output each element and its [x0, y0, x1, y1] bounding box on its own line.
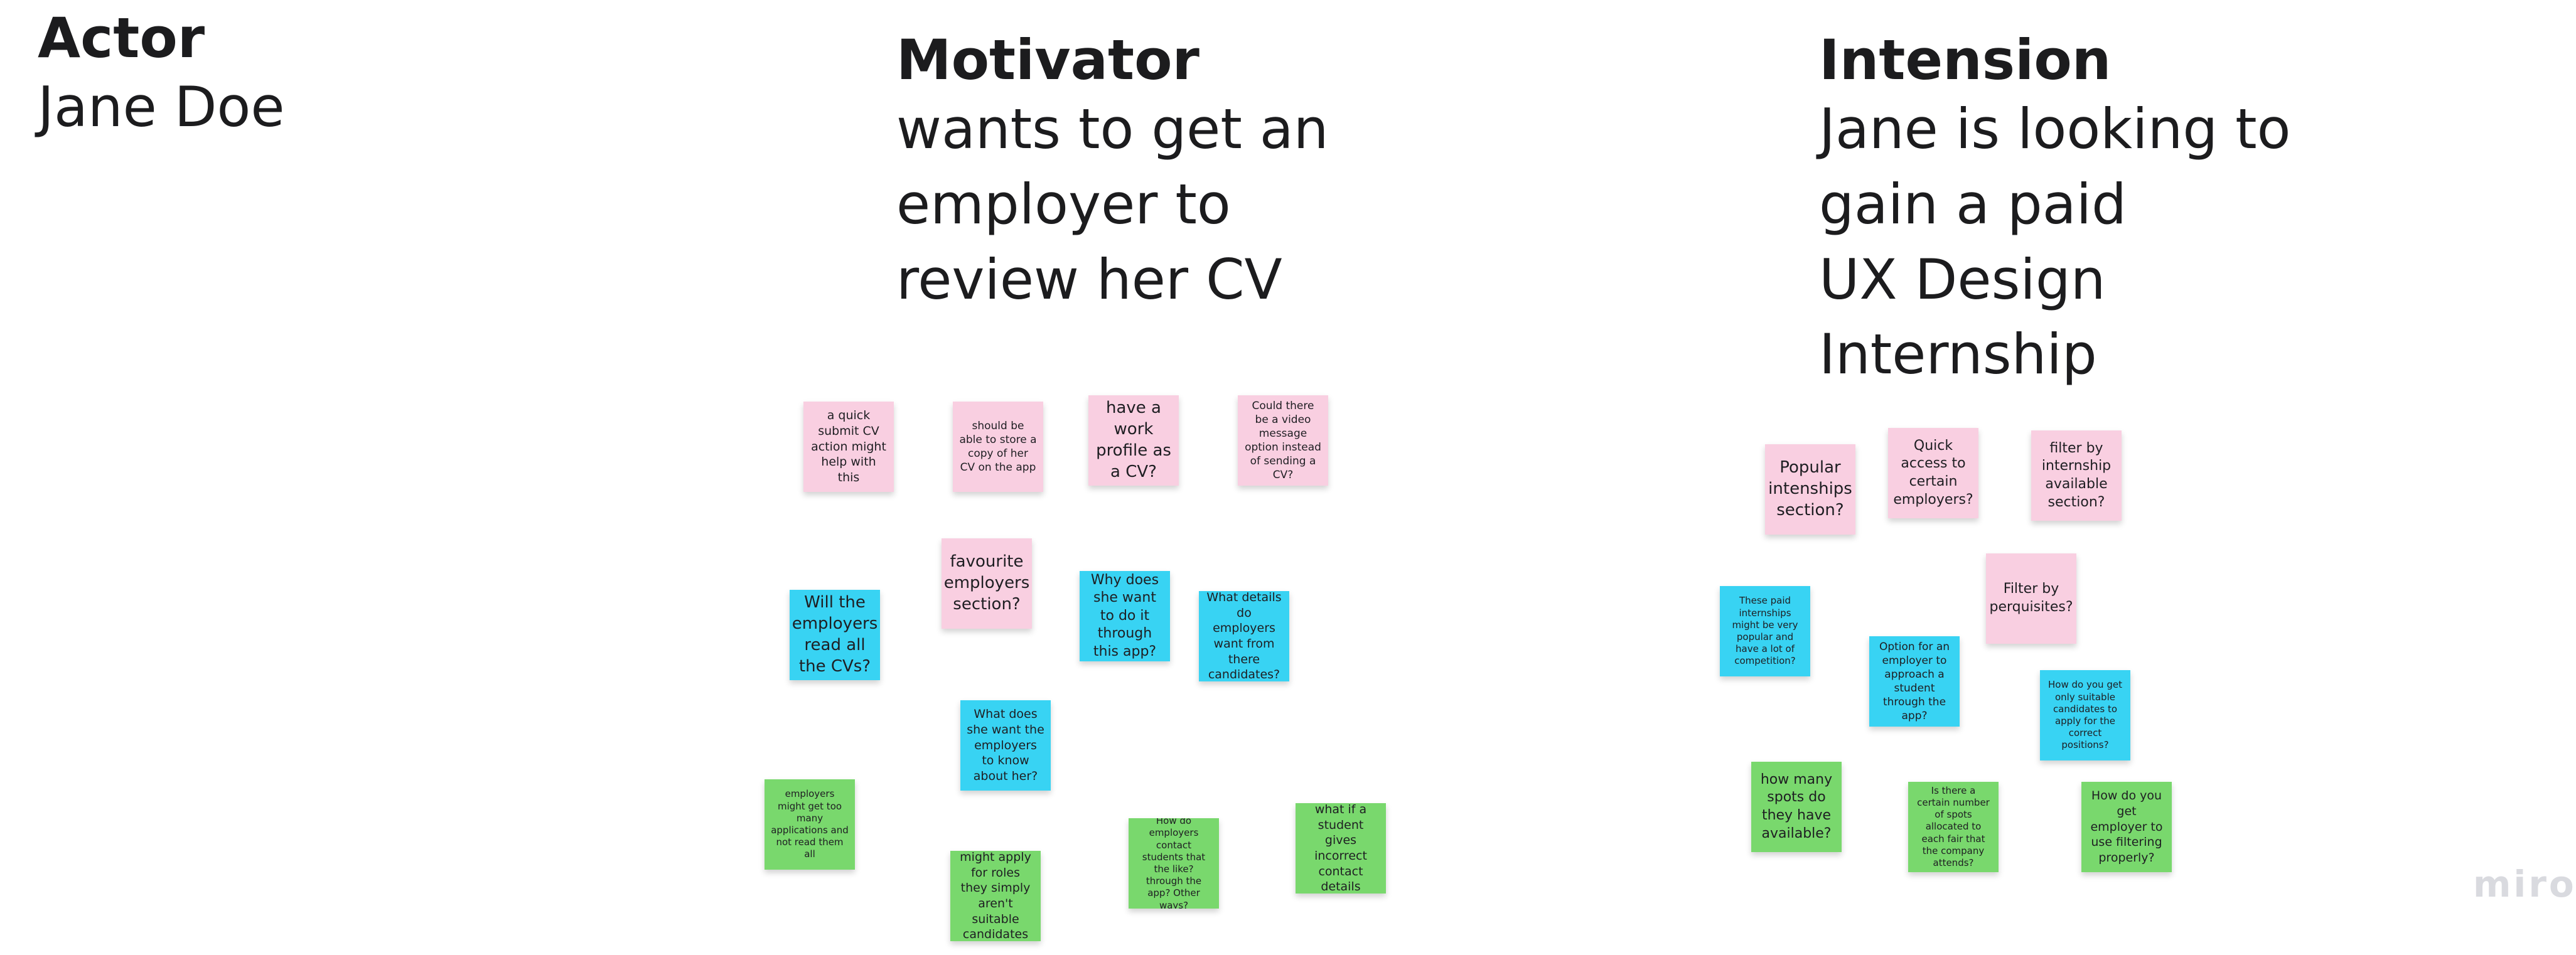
sticky-note[interactable]: Why does she want to do it through this …	[1080, 571, 1170, 661]
sticky-note-text: a quick submit CV action might help with…	[811, 408, 886, 485]
sticky-note-text: should be able to store a copy of her CV…	[959, 419, 1037, 474]
intension-value-line-1: Jane is looking to	[1819, 97, 2291, 162]
sticky-note-text: How do employers contact students that t…	[1142, 818, 1206, 909]
sticky-note[interactable]: a quick submit CV action might help with…	[803, 402, 894, 492]
motivator-value-line-2: employer to	[896, 171, 1231, 237]
sticky-note[interactable]: Will the employers read all the CVs?	[790, 590, 880, 680]
actor-title: Actor	[38, 6, 205, 70]
sticky-note[interactable]: have a work profile as a CV?	[1088, 395, 1179, 486]
sticky-note-text: Option for an employer to approach a stu…	[1879, 640, 1950, 723]
sticky-note[interactable]: should be able to store a copy of her CV…	[953, 402, 1043, 492]
sticky-note[interactable]: What does she want the employers to know…	[960, 700, 1051, 791]
sticky-note-text: What does she want the employers to know…	[967, 707, 1044, 784]
sticky-note-text: Will the employers read all the CVs?	[792, 593, 878, 676]
sticky-note[interactable]: Popular intenships section?	[1765, 444, 1855, 535]
sticky-note[interactable]: what if a student gives incorrect contac…	[1296, 803, 1386, 894]
sticky-note[interactable]: How do you get only suitable candidates …	[2040, 670, 2130, 760]
sticky-note[interactable]: students might apply for roles they simp…	[950, 851, 1041, 941]
sticky-note[interactable]: Could there be a video message option in…	[1238, 395, 1328, 486]
sticky-note[interactable]: Option for an employer to approach a stu…	[1869, 636, 1960, 727]
sticky-note[interactable]: filter by internship available section?	[2031, 430, 2122, 521]
sticky-note-text: Filter by perquisites?	[1989, 581, 2073, 615]
miro-logo: miro	[2473, 863, 2576, 905]
intension-value-line-4: Internship	[1819, 322, 2097, 387]
sticky-note-text: employers might get too many application…	[771, 788, 849, 860]
sticky-note[interactable]: What details do employers want from ther…	[1199, 591, 1289, 681]
sticky-note[interactable]: Filter by perquisites?	[1986, 553, 2076, 644]
motivator-title: Motivator	[896, 28, 1199, 92]
sticky-note-text: have a work profile as a CV?	[1096, 398, 1171, 481]
intension-header: Intension Jane is looking to gain a paid…	[1819, 28, 2447, 392]
sticky-note-text: students might apply for roles they simp…	[960, 851, 1031, 941]
sticky-note-text: Popular intenships section?	[1768, 458, 1852, 520]
motivator-header: Motivator wants to get an employer to re…	[896, 28, 1524, 317]
intension-value-line-3: UX Design	[1819, 247, 2106, 312]
sticky-note[interactable]: favourite employers section?	[942, 538, 1032, 629]
intension-title: Intension	[1819, 28, 2112, 92]
sticky-note-text: Could there be a video message option in…	[1245, 399, 1321, 482]
motivator-value-line-3: review her CV	[896, 247, 1282, 312]
sticky-note-text: Quick access to certain employers?	[1893, 437, 1973, 508]
intension-value-line-2: gain a paid	[1819, 171, 2127, 237]
sticky-note-text: How do you get only suitable candidates …	[2048, 679, 2122, 751]
sticky-note-text: Is there a certain number of spots alloc…	[1917, 784, 1990, 868]
motivator-value-line-1: wants to get an	[896, 97, 1329, 162]
sticky-note[interactable]: employers might get too many application…	[765, 779, 855, 870]
sticky-note-text: How do you get employer to use filtering…	[2090, 789, 2163, 865]
sticky-note-text: favourite employers section?	[943, 552, 1030, 614]
sticky-note[interactable]: Quick access to certain employers?	[1888, 428, 1978, 518]
sticky-note[interactable]: how many spots do they have available?	[1751, 762, 1842, 852]
sticky-note[interactable]: Is there a certain number of spots alloc…	[1908, 782, 1999, 872]
sticky-note-text: These paid internships might be very pop…	[1732, 595, 1798, 667]
sticky-note-text: what if a student gives incorrect contac…	[1314, 803, 1367, 894]
sticky-note-text: What details do employers want from ther…	[1206, 591, 1282, 681]
actor-header: Actor Jane Doe	[38, 6, 665, 145]
sticky-note-text: Why does she want to do it through this …	[1090, 572, 1159, 659]
sticky-note[interactable]: How do employers contact students that t…	[1129, 818, 1219, 909]
sticky-note-text: filter by internship available section?	[2041, 440, 2112, 510]
sticky-note[interactable]: These paid internships might be very pop…	[1720, 586, 1810, 676]
sticky-note-text: how many spots do they have available?	[1760, 771, 1833, 841]
sticky-note[interactable]: How do you get employer to use filtering…	[2081, 782, 2172, 872]
actor-value-line-1: Jane Doe	[38, 75, 285, 140]
